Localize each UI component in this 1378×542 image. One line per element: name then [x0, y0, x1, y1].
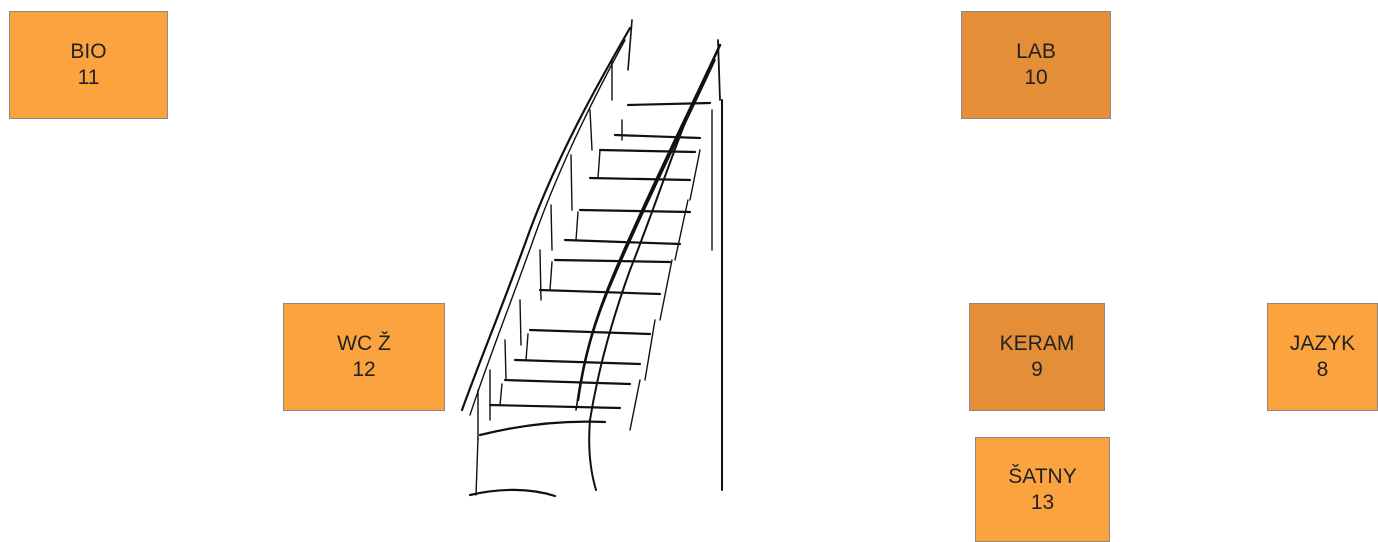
- room-box-wc: WC Ž 12: [283, 303, 445, 411]
- staircase-sketch-icon: [440, 15, 740, 515]
- room-name: KERAM: [1000, 331, 1075, 357]
- room-number: 9: [1031, 357, 1043, 383]
- room-number: 13: [1031, 490, 1054, 516]
- room-name: ŠATNY: [1008, 464, 1076, 490]
- room-box-satny: ŠATNY 13: [975, 437, 1110, 542]
- room-number: 11: [78, 65, 100, 91]
- room-number: 12: [352, 357, 375, 383]
- room-box-lab: LAB 10: [961, 11, 1111, 119]
- room-name: BIO: [70, 39, 106, 65]
- room-name: LAB: [1016, 39, 1056, 65]
- room-name: WC Ž: [337, 331, 391, 357]
- room-number: 8: [1317, 357, 1329, 383]
- room-box-keram: KERAM 9: [969, 303, 1105, 411]
- room-number: 10: [1024, 65, 1047, 91]
- room-box-jazyk: JAZYK 8: [1267, 303, 1378, 411]
- room-box-bio: BIO 11: [9, 11, 168, 119]
- room-name: JAZYK: [1290, 331, 1355, 357]
